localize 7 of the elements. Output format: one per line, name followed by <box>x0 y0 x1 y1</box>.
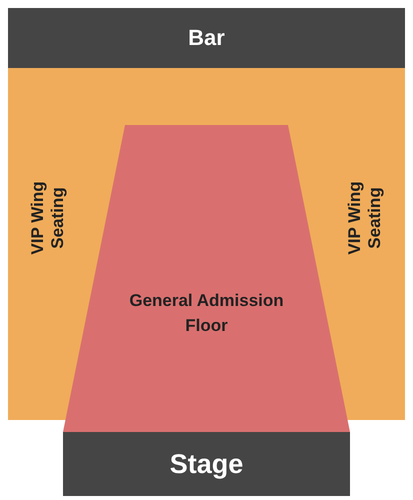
bar-section <box>8 8 405 68</box>
section-label: Bar <box>187 24 226 52</box>
section-label: General Admission Floor <box>128 290 285 337</box>
stage-section <box>63 432 350 496</box>
section-label: Stage <box>168 448 244 481</box>
section-label: VIP Wing Seating <box>345 180 385 257</box>
section-label: VIP Wing Seating <box>28 180 68 257</box>
